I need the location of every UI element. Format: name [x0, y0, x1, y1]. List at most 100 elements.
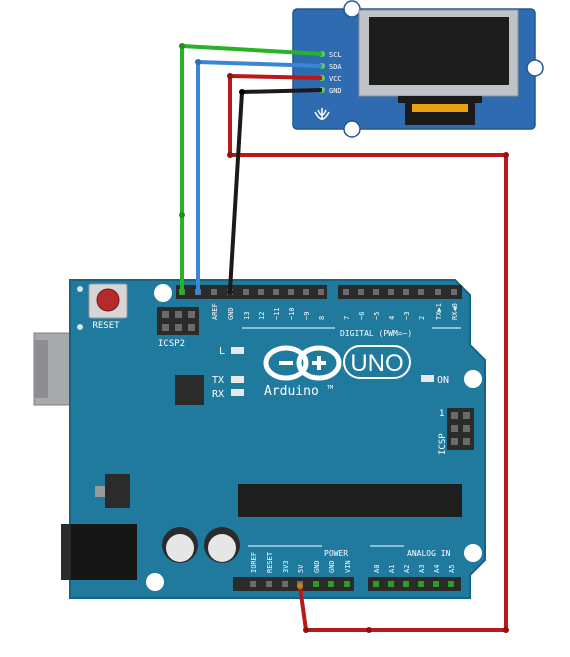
usb-connector-face — [34, 340, 48, 398]
power-jack-face — [61, 524, 71, 580]
wire-gnd-end — [227, 289, 233, 295]
digital-pin-15[interactable] — [451, 289, 457, 295]
arduino-logo — [263, 345, 342, 381]
wire-scl-node — [179, 212, 185, 218]
uno-badge — [343, 345, 411, 379]
digital-pin-label-2: 13 — [243, 312, 251, 320]
oled-ribbon — [405, 100, 475, 125]
board-mount-hole-2 — [464, 370, 482, 388]
analog-pin-5[interactable] — [448, 581, 454, 587]
digital-pin-label-0: AREF — [211, 303, 219, 320]
power-pin-label-2: 3V3 — [282, 560, 290, 573]
digital-pin-11[interactable] — [388, 289, 394, 295]
oled-pin-label-vcc: VCC — [329, 75, 342, 83]
analog-pin-3[interactable] — [418, 581, 424, 587]
analog-pin-label-0: A0 — [373, 565, 381, 573]
digital-pin-10[interactable] — [373, 289, 379, 295]
oled-pin-label-gnd: GND — [329, 87, 342, 95]
wire-vcc-node-3 — [503, 627, 509, 633]
power-jack — [61, 524, 137, 580]
power-pin-6[interactable] — [344, 581, 350, 587]
oled-mount-hole-top — [343, 0, 361, 18]
icsp2-pins — [162, 311, 195, 331]
digital-pin-4[interactable] — [273, 289, 279, 295]
analog-pin-label-2: A2 — [403, 565, 411, 573]
led-rx — [231, 389, 244, 396]
digital-pin-8[interactable] — [343, 289, 349, 295]
oled-pin-label-sda: SDA — [329, 63, 342, 71]
digital-pin-0[interactable] — [211, 289, 217, 295]
power-header — [233, 577, 354, 591]
power-pin-4[interactable] — [313, 581, 319, 587]
digital-label: DIGITAL (PWM=~) — [340, 329, 412, 338]
oled-ribbon-contacts — [412, 104, 468, 112]
atmega-chip — [238, 484, 462, 517]
wire-vcc-node-1 — [227, 152, 233, 158]
digital-pin-label-8: 7 — [343, 316, 351, 320]
oled-logo — [314, 108, 330, 120]
digital-pin-label-5: ~10 — [288, 307, 296, 320]
digital-pin-label-12: ~3 — [403, 312, 411, 320]
wire-sda-bend — [195, 59, 201, 65]
led-rx-label: RX — [212, 389, 224, 400]
board-pcb — [69, 279, 486, 599]
brand-label: Arduino — [264, 384, 319, 399]
oled-mount-hole-bottom — [343, 120, 361, 138]
digital-pin-5[interactable] — [288, 289, 294, 295]
icsp2-label: ICSP2 — [158, 339, 185, 349]
power-pin-label-0: IOREF — [250, 552, 258, 573]
digital-pin-label-3: 12 — [258, 312, 266, 320]
digital-pin-14[interactable] — [435, 289, 441, 295]
digital-pin-label-13: 2 — [418, 316, 426, 320]
board-fiducial-1 — [77, 286, 83, 292]
board-mount-hole-4 — [146, 573, 164, 591]
digital-pin-label-4: ~11 — [273, 307, 281, 320]
digital-pin-13[interactable] — [418, 289, 424, 295]
power-pin-5[interactable] — [328, 581, 334, 587]
led-l-label: L — [219, 346, 225, 357]
digital-pin-9[interactable] — [358, 289, 364, 295]
wire-scl-end — [179, 289, 185, 295]
power-pin-0[interactable] — [250, 581, 256, 587]
wire-sda-end — [195, 289, 201, 295]
led-tx — [231, 376, 244, 383]
digital-pin-7[interactable] — [318, 289, 324, 295]
digital-pin-12[interactable] — [403, 289, 409, 295]
digital-pin-2[interactable] — [243, 289, 249, 295]
wire-gnd-bend — [239, 89, 245, 95]
power-pin-label-4: GND — [313, 560, 321, 573]
analog-pin-0[interactable] — [373, 581, 379, 587]
digital-pin-6[interactable] — [303, 289, 309, 295]
analog-label: ANALOG IN — [407, 549, 451, 558]
wire-vcc-end — [297, 583, 303, 589]
analog-pin-1[interactable] — [388, 581, 394, 587]
digital-pin-label-9: ~6 — [358, 312, 366, 320]
power-pin-2[interactable] — [282, 581, 288, 587]
analog-pin-2[interactable] — [403, 581, 409, 587]
wire-vcc-node-2 — [503, 152, 509, 158]
analog-pin-label-3: A3 — [418, 565, 426, 573]
led-tx-label: TX — [212, 375, 224, 386]
digital-pin-3[interactable] — [258, 289, 264, 295]
board-fiducial-2 — [77, 324, 83, 330]
crystal-component — [175, 375, 204, 405]
power-pin-label-5: GND — [328, 560, 336, 573]
oled-module: SCL SDA VCC GND — [292, 0, 544, 138]
reset-button[interactable] — [96, 288, 120, 312]
power-pin-1[interactable] — [266, 581, 272, 587]
digital-pin-label-14: TX▶1 — [435, 303, 443, 320]
reset-label: RESET — [92, 321, 120, 331]
digital-pin-label-7: 8 — [318, 316, 326, 320]
brand-trademark: TM — [327, 385, 333, 391]
board-mount-hole-3 — [464, 544, 482, 562]
analog-pin-label-4: A4 — [433, 565, 441, 573]
analog-pin-4[interactable] — [433, 581, 439, 587]
voltage-regulator-tab — [95, 486, 105, 497]
analog-pin-label-1: A1 — [388, 565, 396, 573]
analog-header — [368, 577, 461, 591]
wire-vcc-node-4 — [366, 627, 372, 633]
board-mount-hole-1 — [154, 284, 172, 302]
